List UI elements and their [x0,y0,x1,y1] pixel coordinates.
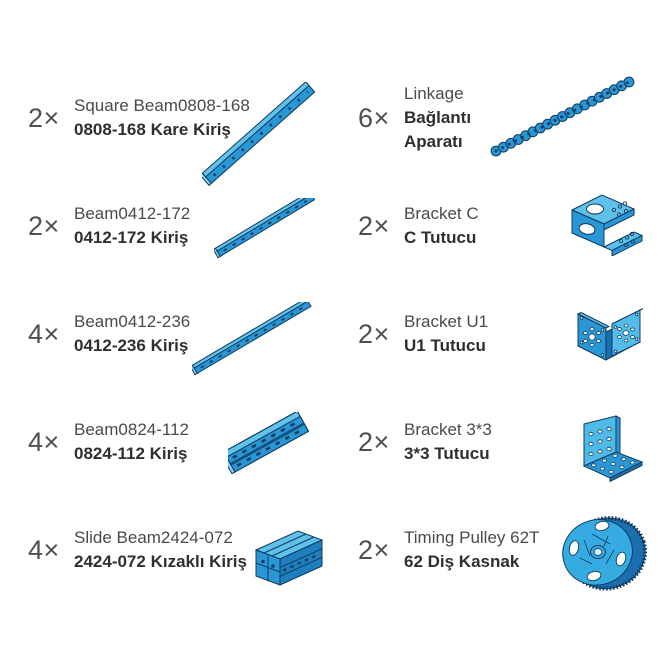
part-name-tr: 0824-112 Kiriş [74,444,188,463]
linkage-illustration [490,76,635,157]
part-name-en: Slide Beam2424-072 [74,528,233,547]
part-labels: Bracket C C Tutucu [404,202,479,250]
part-name-tr: Bağlantı Aparatı [404,108,472,151]
part-name-tr: U1 Tutucu [404,336,486,355]
part-labels: Beam0412-236 0412-236 Kiriş [74,310,190,358]
part-labels: Square Beam0808-168 0808-168 Kare Kiriş [74,94,250,142]
part-quantity: 2× [358,318,390,349]
square-beam-illustration [202,82,316,187]
timing-pulley-illustration [562,516,648,591]
part-name-en: Beam0412-172 [74,204,191,223]
parts-grid: 2× Square Beam0808-168 0808-168 Kare Kir… [0,64,660,604]
part-name-en: Beam0824-112 [74,420,189,439]
part-name-en: Bracket 3*3 [404,420,492,439]
part-quantity: 2× [28,210,60,241]
part-labels: Beam0824-112 0824-112 Kiriş [74,418,189,466]
part-name-en: Bracket U1 [404,312,489,331]
part-labels: Beam0412-172 0412-172 Kiriş [74,202,190,250]
part-item-linkage: 6× Linkage Bağlantı Aparatı [330,64,660,172]
part-item-square-beam: 2× Square Beam0808-168 0808-168 Kare Kir… [0,64,330,187]
part-quantity: 2× [358,426,390,457]
part-labels: Slide Beam2424-072 2424-072 Kızaklı Kiri… [74,526,247,574]
part-item-bracket-3x3: 2× Bracket 3*3 3*3 Tutucu [330,388,660,496]
part-item-beam-0824-112: 4× Beam0824-112 0824-112 Kiriş [0,388,330,496]
part-name-tr: 62 Diş Kasnak [404,552,520,571]
bracket-c-illustration [570,194,644,256]
part-item-bracket-c: 2× Bracket C C Tutucu [330,172,660,280]
beam-0824-112-illustration [228,412,310,475]
part-quantity: 2× [358,210,390,241]
part-item-slide-beam: 4× Slide Beam2424-072 2424-072 Kızaklı K… [0,496,330,604]
part-name-tr: 3*3 Tutucu [404,444,490,463]
part-quantity: 6× [358,102,390,133]
part-item-beam-0412-172: 2× Beam0412-172 0412-172 Kiriş [0,172,330,280]
part-item-timing-pulley: 2× Timing Pulley 62T 62 Diş Kasnak [330,496,660,604]
part-name-en: Beam0412-236 [74,312,191,331]
part-name-en: Square Beam0808-168 [74,96,250,115]
part-item-bracket-u1: 2× Bracket U1 U1 Tutucu [330,280,660,388]
part-quantity: 4× [28,426,60,457]
part-labels: Timing Pulley 62T 62 Diş Kasnak [404,526,539,574]
part-labels: Bracket 3*3 3*3 Tutucu [404,418,492,466]
part-name-en: Timing Pulley 62T [404,528,540,547]
beam-0412-172-illustration [214,198,316,259]
part-quantity: 4× [28,534,60,565]
slide-beam-illustration [254,530,324,586]
part-name-tr: 0808-168 Kare Kiriş [74,120,231,139]
bracket-3x3-illustration [582,415,644,483]
part-name-tr: C Tutucu [404,228,477,247]
part-name-tr: 0412-236 Kiriş [74,336,189,355]
beam-0412-236-illustration [192,302,312,376]
part-quantity: 2× [358,534,390,565]
bracket-u1-illustration [576,308,644,361]
part-quantity: 4× [28,318,60,349]
part-name-en: Linkage [404,84,464,103]
part-quantity: 2× [28,102,60,133]
part-name-en: Bracket C [404,204,479,223]
part-name-tr: 2424-072 Kızaklı Kiriş [74,552,247,571]
part-name-tr: 0412-172 Kiriş [74,228,189,247]
part-labels: Linkage Bağlantı Aparatı [404,82,504,154]
part-labels: Bracket U1 U1 Tutucu [404,310,488,358]
part-item-beam-0412-236: 4× Beam0412-236 0412-236 Kiriş [0,280,330,388]
